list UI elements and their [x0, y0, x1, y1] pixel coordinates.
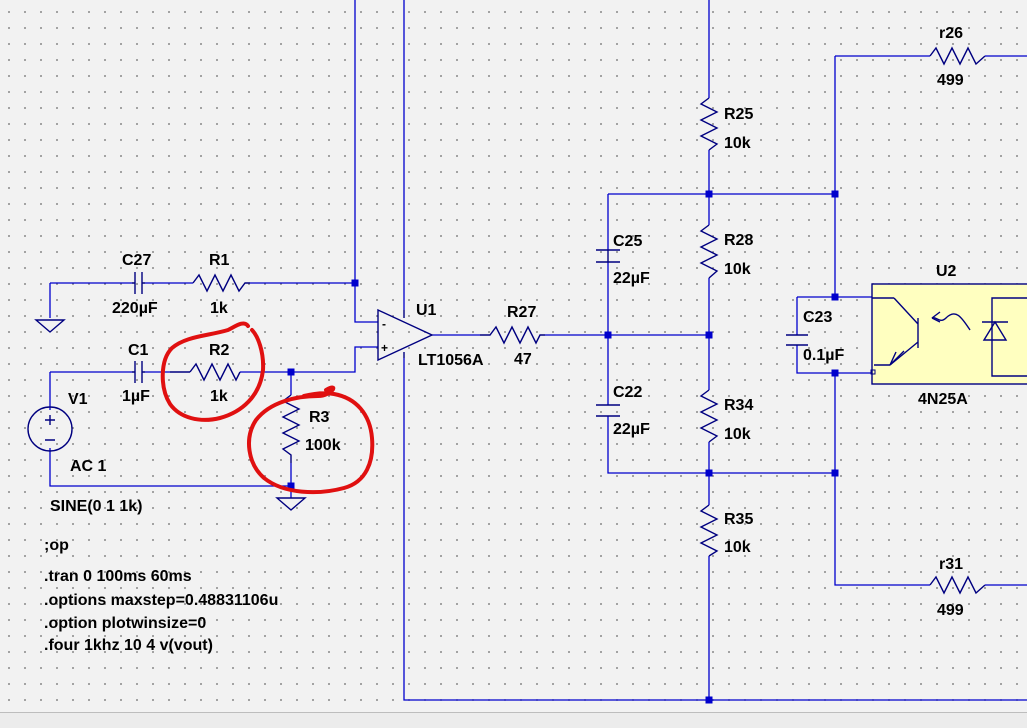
r28-ref: R28	[724, 232, 753, 249]
c22-ref: C22	[613, 384, 642, 401]
capacitor-c23[interactable]: C23 0.1µF	[786, 309, 844, 364]
u1-minus-pin: -	[382, 317, 386, 331]
c23-ref: C23	[803, 309, 832, 326]
u1-plus-pin: +	[381, 341, 388, 355]
r1-ref: R1	[209, 252, 230, 269]
highlight-circle-r3	[247, 385, 375, 495]
schematic-canvas[interactable]: C27 220µF R1 1k C1 1µF R2 1k R3 100k V1 …	[0, 0, 1027, 712]
capacitor-c25[interactable]: C25 22µF	[596, 233, 650, 287]
r25-ref: R25	[724, 106, 753, 123]
c23-value: 0.1µF	[803, 347, 844, 364]
ground-symbol-left	[34, 319, 66, 333]
wires	[49, 0, 1027, 701]
u1-value: LT1056A	[418, 352, 484, 369]
c27-value: 220µF	[112, 300, 158, 317]
r27-ref: R27	[507, 304, 536, 321]
resistor-r28[interactable]: R28 10k	[699, 224, 753, 279]
c25-value: 22µF	[613, 270, 650, 287]
r35-ref: R35	[724, 511, 753, 528]
resistor-r27[interactable]: R27 47	[480, 304, 545, 368]
resistor-r26[interactable]: r26 499	[929, 25, 986, 89]
u2-ref: U2	[936, 263, 957, 280]
ground-symbol-r3	[275, 497, 307, 511]
status-bar	[0, 712, 1027, 728]
resistor-r35[interactable]: R35 10k	[699, 504, 753, 557]
capacitor-c1[interactable]: C1 1µF	[122, 342, 150, 405]
r3-value: 100k	[305, 437, 341, 454]
resistor-r31[interactable]: r31 499	[929, 556, 986, 619]
r34-value: 10k	[724, 426, 751, 443]
u2-value: 4N25A	[918, 391, 968, 408]
u1-ref: U1	[416, 302, 437, 319]
directive-line: .four 1khz 10 4 v(vout)	[44, 637, 213, 654]
v1-value: AC 1	[70, 458, 107, 475]
c25-ref: C25	[613, 233, 642, 250]
directive-line: ;op	[44, 537, 69, 554]
directive-line: .options maxstep=0.48831106u	[44, 592, 278, 609]
c27-ref: C27	[122, 252, 151, 269]
resistor-r25[interactable]: R25 10k	[699, 97, 753, 152]
schematic-drawing[interactable]: C27 220µF R1 1k C1 1µF R2 1k R3 100k V1 …	[0, 0, 1027, 712]
capacitor-c27[interactable]: C27 220µF	[112, 252, 158, 317]
highlight-annotations	[160, 321, 375, 495]
voltage-source-v1[interactable]: V1 AC 1 SINE(0 1 1k)	[27, 391, 142, 515]
r31-ref: r31	[939, 556, 963, 573]
opamp-u1[interactable]: - + U1 LT1056A	[377, 302, 484, 369]
r26-ref: r26	[939, 25, 963, 42]
r27-value: 47	[514, 351, 532, 368]
r2-value: 1k	[210, 388, 228, 405]
resistor-r34[interactable]: R34 10k	[699, 389, 753, 443]
resistor-r3[interactable]: R3 100k	[281, 394, 341, 463]
r26-value: 499	[937, 72, 964, 89]
c22-value: 22µF	[613, 421, 650, 438]
junction-dots	[287, 190, 839, 704]
resistor-r2[interactable]: R2 1k	[170, 342, 241, 405]
highlight-circle-r2	[160, 321, 266, 422]
optocoupler-u2[interactable]: U2 4N25A	[870, 263, 1027, 408]
r31-value: 499	[937, 602, 964, 619]
capacitor-c22[interactable]: C22 22µF	[596, 384, 650, 438]
v1-ref: V1	[68, 391, 88, 408]
r25-value: 10k	[724, 135, 751, 152]
r3-ref: R3	[309, 409, 330, 426]
r28-value: 10k	[724, 261, 751, 278]
spice-directives[interactable]: ;op .tran 0 100ms 60ms .options maxstep=…	[44, 537, 278, 654]
directive-line: .tran 0 100ms 60ms	[44, 568, 192, 585]
r34-ref: R34	[724, 397, 753, 414]
v1-function: SINE(0 1 1k)	[50, 498, 142, 515]
r2-ref: R2	[209, 342, 230, 359]
c1-value: 1µF	[122, 388, 150, 405]
r35-value: 10k	[724, 539, 751, 556]
directive-line: .option plotwinsize=0	[44, 615, 206, 632]
c1-ref: C1	[128, 342, 149, 359]
r1-value: 1k	[210, 300, 228, 317]
optocoupler-body	[871, 283, 1027, 385]
resistor-r1[interactable]: R1 1k	[192, 252, 250, 317]
